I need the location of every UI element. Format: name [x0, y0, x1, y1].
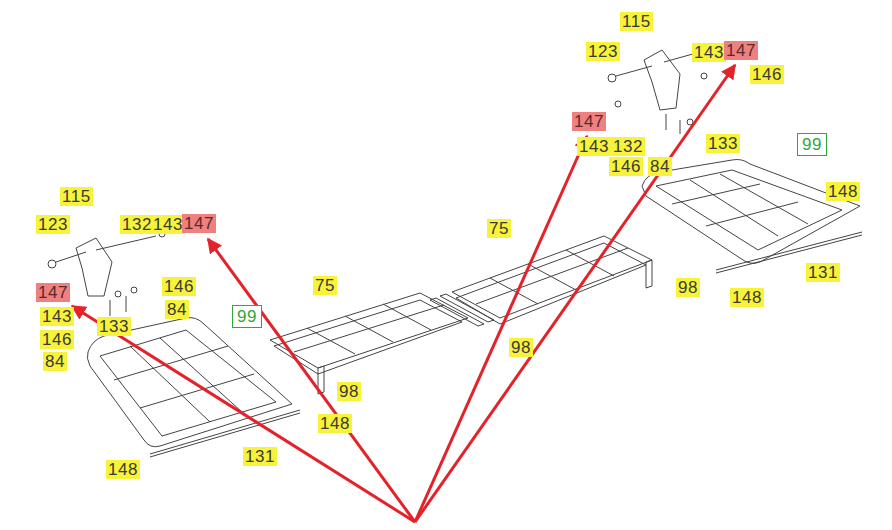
callout-number: 132	[611, 137, 645, 156]
callout-number: 147	[572, 112, 606, 131]
callout-number: 84	[648, 157, 672, 176]
callout-number: 143	[40, 307, 74, 326]
part-outlines	[48, 50, 862, 457]
callout-number: 84	[165, 300, 189, 319]
callout-number: 98	[509, 338, 533, 357]
callout-number: 131	[806, 263, 840, 282]
callout-number: 132	[120, 215, 154, 234]
callout-number: 143	[151, 215, 185, 234]
callout-number: 123	[36, 215, 70, 234]
callout-number: 133	[97, 317, 131, 336]
callout-number: 75	[313, 276, 337, 295]
callout-number: 75	[487, 219, 511, 238]
callout-number: 148	[106, 460, 140, 479]
callout-number: 115	[620, 12, 653, 31]
callout-number: 143	[577, 137, 611, 156]
callout-number: 143	[692, 43, 726, 62]
callout-number: 123	[586, 42, 620, 61]
callout-number: 133	[706, 134, 740, 153]
callout-number: 131	[243, 447, 277, 466]
callout-number: 146	[162, 277, 196, 296]
callout-number: 98	[676, 278, 700, 297]
callout-number: 147	[724, 41, 758, 60]
callout-number: 147	[36, 283, 70, 302]
callout-number: 148	[730, 288, 764, 307]
callout-number: 147	[182, 214, 216, 233]
callout-number: 146	[750, 65, 784, 84]
callout-number: 84	[43, 352, 67, 371]
boxed-callout-number: 99	[797, 133, 827, 156]
callout-number: 115	[60, 187, 93, 206]
red-pointer-arrows	[72, 65, 735, 522]
callout-number: 146	[40, 330, 74, 349]
boxed-callout-number: 99	[232, 305, 262, 328]
callout-number: 148	[318, 414, 352, 433]
callout-number: 148	[826, 182, 860, 201]
callout-number: 98	[337, 382, 361, 401]
callout-number: 146	[609, 157, 643, 176]
